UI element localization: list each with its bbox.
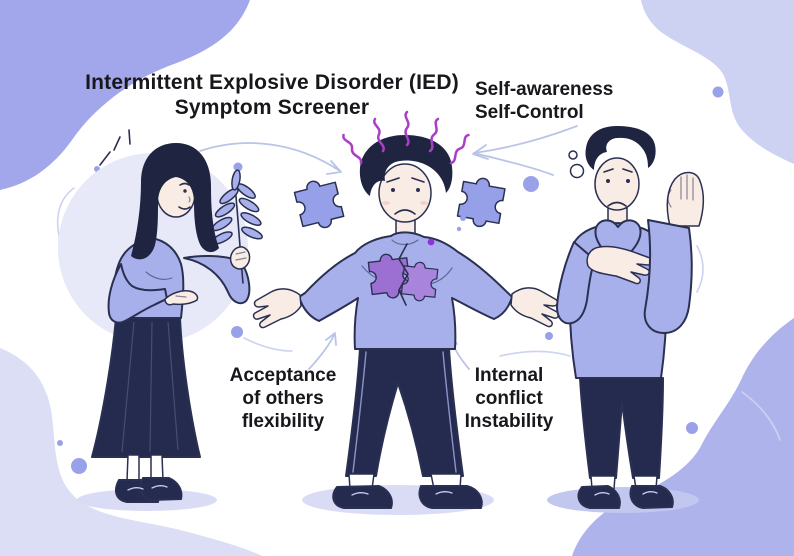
thought-bubbles-icon [568, 150, 585, 179]
arrow-acceptance-up-icon [308, 332, 337, 370]
title-line-2: Symptom Screener [174, 96, 370, 119]
arrow-selfcontrol-swoosh-icon [472, 125, 578, 176]
figure-man-hand-on-heart: Man with hand on heart and raised palm [547, 126, 704, 513]
label-self-awareness-control: Self-awareness Self-Control [475, 79, 614, 123]
broken-puzzle-icon [366, 238, 439, 306]
figure-man-broken-puzzle: Distressed man with a broken puzzle piec… [252, 110, 560, 515]
page-title: Intermittent Explosive Disorder (IED) Sy… [52, 70, 492, 120]
emphasis-sparks-icon [99, 129, 131, 166]
olive-branch-icon [211, 169, 263, 284]
woman-face [178, 182, 191, 210]
man-center-face [382, 177, 428, 215]
decorative-arcs [56, 187, 704, 357]
raised-palm-hand [666, 171, 704, 227]
man-right-face [603, 168, 633, 207]
accent-dots [57, 86, 724, 474]
figure-woman-olive-branch: Calm woman holding an olive branch [58, 129, 263, 511]
arrow-title-to-center-icon [199, 142, 342, 175]
puzzle-piece-right-icon [455, 174, 507, 232]
title-line-1: Intermittent Explosive Disorder (IED) [85, 71, 459, 94]
label-internal-conflict: Internal conflict Instability [464, 365, 554, 432]
label-acceptance-flexibility: Acceptance of others flexibility [229, 365, 337, 432]
puzzle-piece-left-icon [292, 175, 347, 234]
